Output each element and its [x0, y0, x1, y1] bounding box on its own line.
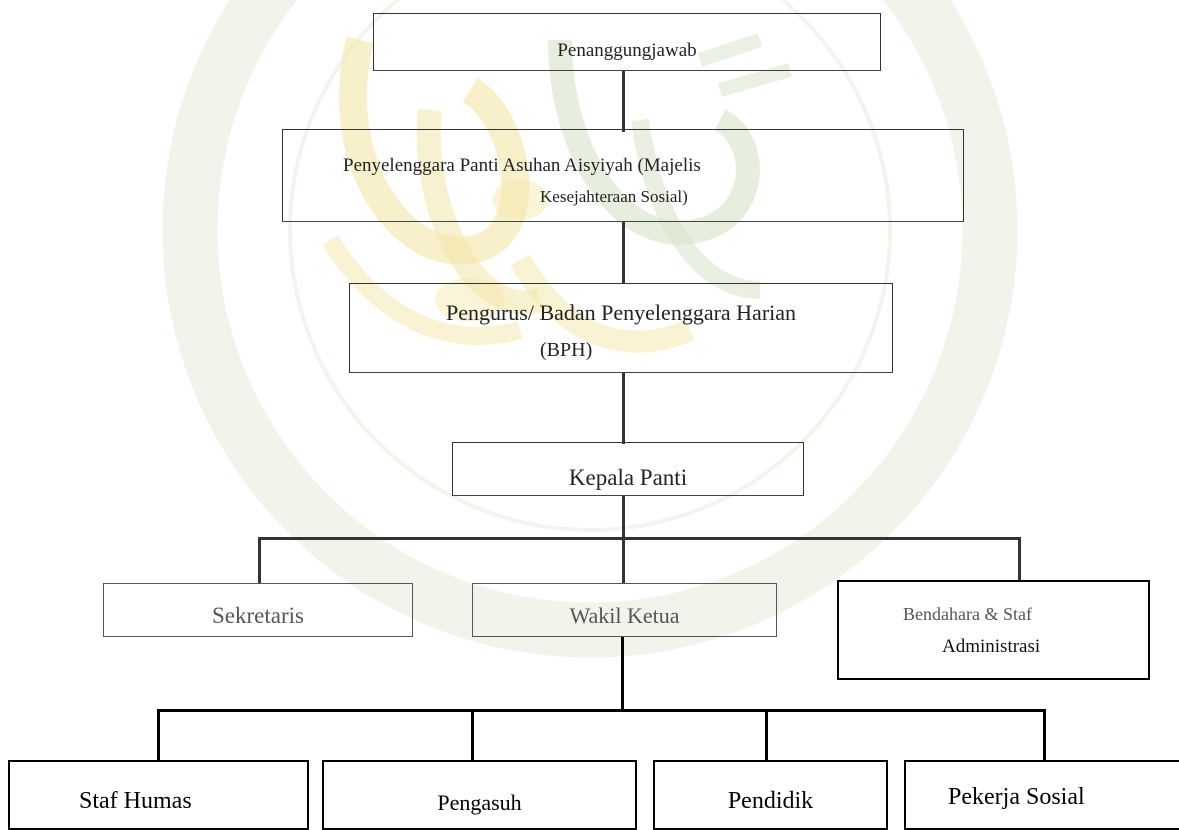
node-penyelenggara-line1: Penyelenggara Panti Asuhan Aisyiyah (Maj…: [343, 155, 701, 176]
node-bendahara-line2: Administrasi: [942, 636, 1041, 657]
connector-level5-horizontal: [258, 537, 1021, 540]
node-penyelenggara: [282, 129, 964, 222]
connector-4-5-vertical: [622, 496, 625, 538]
node-kepala-panti-label: Kepala Panti: [568, 465, 688, 490]
connector-to-pendidik: [765, 709, 768, 761]
node-pengurus-line2: (BPH): [540, 339, 593, 361]
node-pengurus-line1: Pengurus/ Badan Penyelenggara Harian: [445, 300, 797, 325]
node-pengurus-bph: [349, 283, 893, 373]
connector-1-2: [622, 70, 625, 132]
node-penanggungjawab: [373, 13, 881, 71]
node-wakil-ketua: [472, 583, 777, 637]
node-bendahara-line1: Bendahara & Staf: [903, 604, 1032, 624]
node-sekretaris: [103, 583, 413, 637]
connector-to-wakil-ketua: [622, 537, 625, 584]
connector-3-4: [622, 372, 625, 444]
connector-level6-horizontal: [157, 709, 1046, 712]
connector-to-staf-humas: [157, 709, 160, 761]
connector-to-bendahara: [1018, 537, 1021, 581]
connector-2-3: [622, 222, 625, 284]
connector-to-pekerja-sosial: [1043, 709, 1046, 761]
connector-to-sekretaris: [258, 537, 261, 584]
node-pengasuh-label: Pengasuh: [437, 790, 522, 815]
node-staf-humas-label: Staf Humas: [79, 788, 192, 814]
node-penanggungjawab-label: Penanggungjawab: [557, 40, 697, 61]
node-pekerja-sosial-label: Pekerja Sosial: [948, 784, 1085, 810]
node-wakil-ketua-label: Wakil Ketua: [569, 603, 680, 628]
node-bendahara: [837, 580, 1150, 680]
connector-to-pengasuh: [471, 709, 474, 761]
connector-5-6-vertical: [621, 637, 624, 711]
node-kepala-panti: [452, 442, 804, 496]
node-penyelenggara-line2: Kesejahteraan Sosial): [540, 187, 688, 206]
node-sekretaris-label: Sekretaris: [212, 603, 304, 628]
node-pendidik-label: Pendidik: [727, 788, 814, 814]
